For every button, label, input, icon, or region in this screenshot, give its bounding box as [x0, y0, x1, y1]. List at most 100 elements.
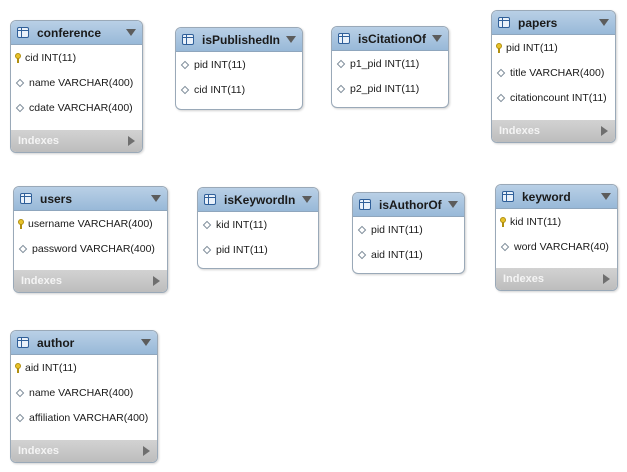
diamond-icon [18, 244, 28, 253]
column-row[interactable]: citationcount INT(11) [492, 85, 615, 110]
column-label: p1_pid INT(11) [350, 57, 420, 70]
table-conference[interactable]: conference cid INT(11) name VARCHAR(400)… [10, 20, 143, 153]
column-label: kid INT(11) [216, 218, 268, 231]
column-label: cid INT(11) [194, 83, 246, 96]
column-row[interactable]: cid INT(11) [176, 77, 302, 102]
key-icon [496, 42, 502, 53]
column-row[interactable]: name VARCHAR(400) [11, 70, 142, 95]
table-keyword[interactable]: keyword kid INT(11) word VARCHAR(40) Ind… [495, 184, 618, 291]
column-label: password VARCHAR(400) [32, 242, 155, 255]
table-header[interactable]: users [14, 187, 167, 211]
table-header[interactable]: author [11, 331, 157, 355]
triangle-right-icon[interactable] [601, 126, 608, 136]
table-header[interactable]: conference [11, 21, 142, 45]
diamond-icon [357, 250, 367, 259]
column-label: cid INT(11) [25, 51, 77, 64]
table-header[interactable]: isAuthorOf [353, 193, 464, 217]
diamond-icon [180, 60, 190, 69]
key-icon [15, 52, 21, 63]
column-label: name VARCHAR(400) [29, 76, 134, 89]
table-header[interactable]: isKeywordIn [198, 188, 318, 212]
column-row[interactable]: cdate VARCHAR(400) [11, 95, 142, 120]
chevron-down-icon[interactable] [432, 35, 442, 42]
table-name: isKeywordIn [224, 192, 296, 207]
table-name: papers [518, 15, 558, 30]
diamond-icon [336, 59, 346, 68]
table-header[interactable]: isPublishedIn [176, 28, 302, 52]
chevron-down-icon[interactable] [286, 36, 296, 43]
key-icon [15, 362, 21, 373]
column-row[interactable]: aid INT(11) [11, 355, 157, 380]
column-row[interactable]: password VARCHAR(400) [14, 236, 167, 261]
table-isKeywordIn[interactable]: isKeywordIn kid INT(11) pid INT(11) [197, 187, 319, 269]
diamond-icon [336, 84, 346, 93]
table-isCitationOf[interactable]: isCitationOf p1_pid INT(11) p2_pid INT(1… [331, 26, 449, 108]
table-header[interactable]: isCitationOf [332, 27, 448, 51]
column-label: word VARCHAR(40) [514, 240, 609, 253]
chevron-down-icon[interactable] [601, 193, 611, 200]
column-label: pid INT(11) [371, 223, 423, 236]
column-row[interactable]: kid INT(11) [198, 212, 318, 237]
column-label: aid INT(11) [25, 361, 77, 374]
indexes-bar[interactable]: Indexes [492, 120, 615, 142]
diamond-icon [357, 225, 367, 234]
column-row[interactable]: pid INT(11) [176, 52, 302, 77]
indexes-bar[interactable]: Indexes [496, 268, 617, 290]
triangle-right-icon[interactable] [128, 136, 135, 146]
table-icon [204, 194, 216, 205]
indexes-bar[interactable]: Indexes [14, 270, 167, 292]
column-label: name VARCHAR(400) [29, 386, 134, 399]
column-label: cdate VARCHAR(400) [29, 101, 133, 114]
triangle-right-icon[interactable] [143, 446, 150, 456]
table-users[interactable]: users username VARCHAR(400) password VAR… [13, 186, 168, 293]
column-row[interactable]: aid INT(11) [353, 242, 464, 267]
table-name: isCitationOf [358, 31, 426, 46]
chevron-down-icon[interactable] [126, 29, 136, 36]
table-name: author [37, 335, 75, 350]
indexes-label: Indexes [21, 275, 62, 287]
diamond-icon [15, 78, 25, 87]
column-row[interactable]: p1_pid INT(11) [332, 51, 448, 76]
indexes-bar[interactable]: Indexes [11, 130, 142, 152]
table-papers[interactable]: papers pid INT(11) title VARCHAR(400) ci… [491, 10, 616, 143]
column-row[interactable]: word VARCHAR(40) [496, 234, 617, 259]
column-row[interactable]: p2_pid INT(11) [332, 76, 448, 101]
table-isPublishedIn[interactable]: isPublishedIn pid INT(11) cid INT(11) [175, 27, 303, 110]
column-row[interactable]: title VARCHAR(400) [492, 60, 615, 85]
indexes-label: Indexes [18, 135, 59, 147]
column-row[interactable]: username VARCHAR(400) [14, 211, 167, 236]
column-label: aid INT(11) [371, 248, 423, 261]
column-row[interactable]: kid INT(11) [496, 209, 617, 234]
table-author[interactable]: author aid INT(11) name VARCHAR(400) aff… [10, 330, 158, 463]
table-name: keyword [522, 189, 571, 204]
table-name: isPublishedIn [202, 32, 281, 47]
table-header[interactable]: papers [492, 11, 615, 35]
table-header[interactable]: keyword [496, 185, 617, 209]
diamond-icon [15, 103, 25, 112]
chevron-down-icon[interactable] [141, 339, 151, 346]
indexes-bar[interactable]: Indexes [11, 440, 157, 462]
chevron-down-icon[interactable] [599, 19, 609, 26]
diamond-icon [496, 93, 506, 102]
column-row[interactable]: pid INT(11) [198, 237, 318, 262]
table-name: users [40, 191, 73, 206]
column-label: affiliation VARCHAR(400) [29, 411, 149, 424]
chevron-down-icon[interactable] [302, 196, 312, 203]
column-label: citationcount INT(11) [510, 91, 607, 104]
column-row[interactable]: pid INT(11) [492, 35, 615, 60]
diamond-icon [202, 245, 212, 254]
table-isAuthorOf[interactable]: isAuthorOf pid INT(11) aid INT(11) [352, 192, 465, 274]
column-label: p2_pid INT(11) [350, 82, 420, 95]
column-row[interactable]: affiliation VARCHAR(400) [11, 405, 157, 430]
triangle-right-icon[interactable] [603, 274, 610, 284]
column-row[interactable]: pid INT(11) [353, 217, 464, 242]
diamond-icon [496, 68, 506, 77]
column-row[interactable]: name VARCHAR(400) [11, 380, 157, 405]
table-name: isAuthorOf [379, 197, 442, 212]
column-row[interactable]: cid INT(11) [11, 45, 142, 70]
diamond-icon [180, 85, 190, 94]
triangle-right-icon[interactable] [153, 276, 160, 286]
chevron-down-icon[interactable] [448, 201, 458, 208]
chevron-down-icon[interactable] [151, 195, 161, 202]
column-label: title VARCHAR(400) [510, 66, 605, 79]
